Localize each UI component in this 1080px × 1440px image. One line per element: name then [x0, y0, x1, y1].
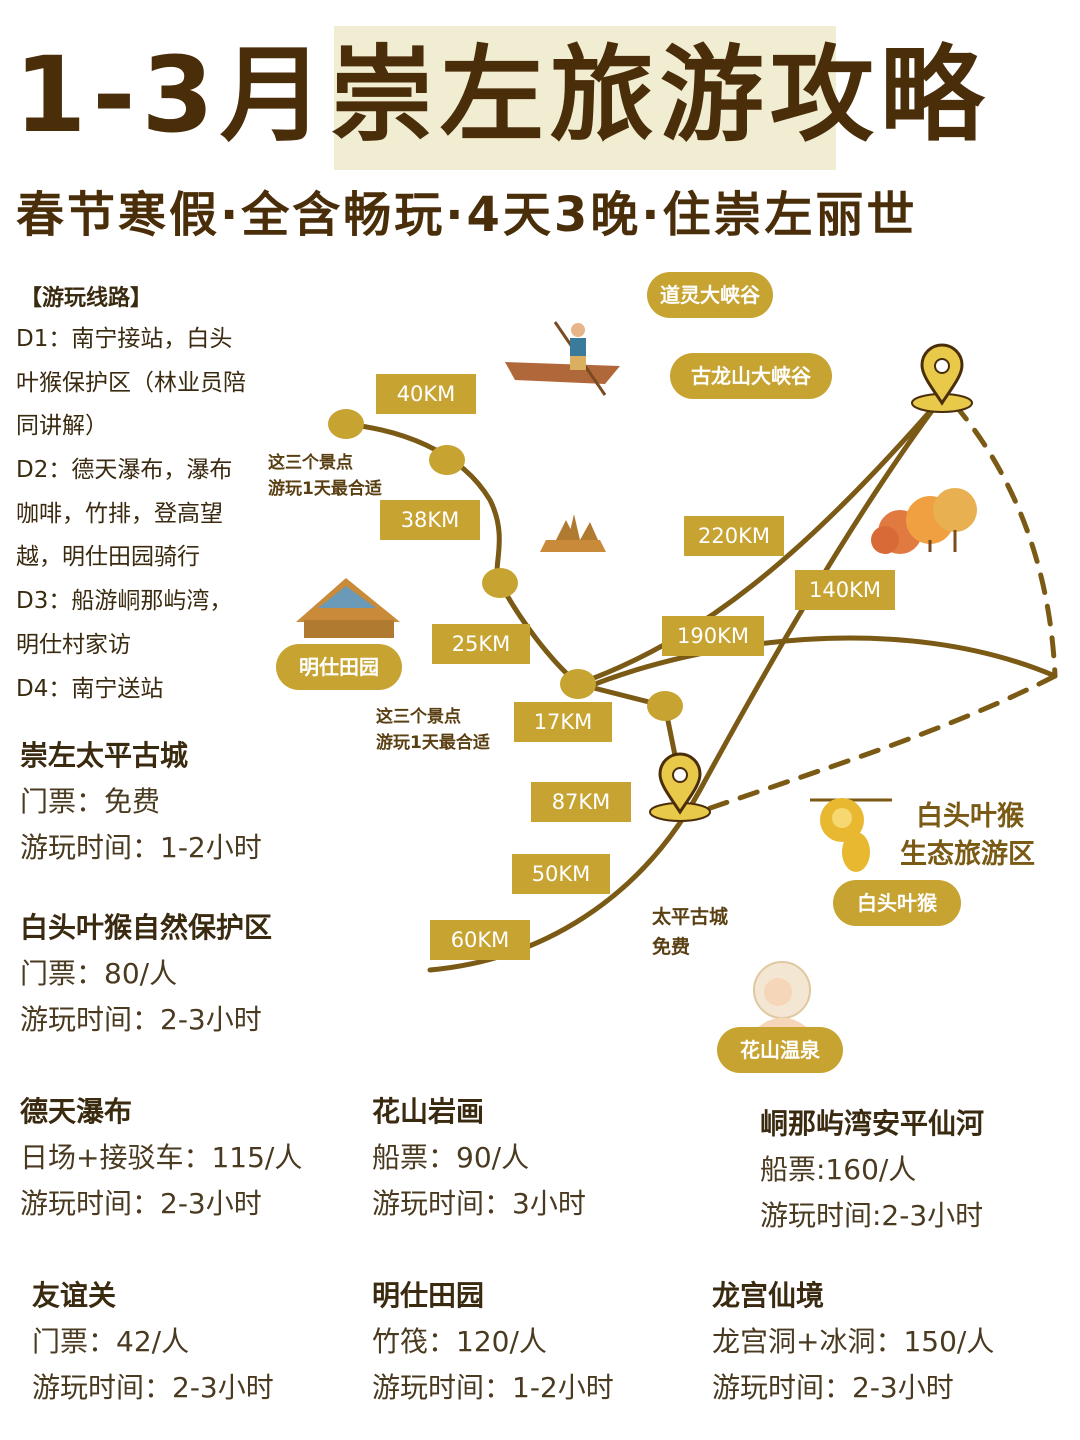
attraction-duration: 游玩时间：2-3小时: [712, 1371, 954, 1404]
route-stop: [647, 691, 683, 721]
attraction-duration: 游玩时间：1-2小时: [20, 831, 262, 864]
place-white-headed-langur: 白头叶猴: [833, 880, 961, 926]
route-line: 咖啡，竹排，登高望: [16, 501, 223, 527]
place-gulongshan-canyon: 古龙山大峡谷: [670, 353, 832, 399]
route-stop: [429, 445, 465, 475]
route-line: 明仕村家访: [16, 632, 131, 658]
distance-label: 87KM: [531, 782, 631, 822]
route-line: D2：德天瀑布，瀑布: [16, 457, 233, 483]
attraction-ticket: 船票：90/人: [372, 1141, 530, 1174]
distance-label: 40KM: [376, 374, 476, 414]
route-main-south: [427, 397, 943, 973]
attraction-duration: 游玩时间：3小时: [372, 1187, 586, 1220]
attraction-duration: 游玩时间：2-3小时: [32, 1371, 274, 1404]
route-stop: [482, 568, 518, 598]
autumn-trees-icon: [871, 488, 977, 554]
route-line: 叶猴保护区（林业员陪: [16, 370, 246, 396]
distance-label: 38KM: [380, 500, 480, 540]
monkey-icon: [810, 798, 892, 872]
route-line: D4：南宁送站: [16, 676, 164, 702]
map-note: 这三个景点游玩1天最合适: [376, 707, 490, 753]
title-highlight: [334, 26, 836, 170]
place-daoling-canyon: 道灵大峡谷: [647, 272, 773, 318]
distance-label: 140KM: [795, 570, 895, 610]
attraction-duration: 游玩时间：1-2小时: [372, 1371, 614, 1404]
hot-spring-person-icon: [753, 961, 811, 1030]
attraction-ticket: 日场+接驳车：115/人: [20, 1141, 303, 1174]
place-huashan-hot-spring: 花山温泉: [717, 1027, 843, 1073]
dashed-route-east: [952, 402, 1058, 679]
page-subtitle: 春节寒假·全含畅玩·4天3晚·住崇左丽世: [16, 187, 918, 243]
route-stop: [560, 669, 596, 699]
attraction-name: 花山岩画: [372, 1095, 485, 1128]
distance-label: 60KM: [430, 920, 530, 960]
distance-label: 220KM: [684, 516, 784, 556]
route-heading: 【游玩线路】: [20, 286, 153, 311]
attraction-name: 白头叶猴自然保护区: [20, 911, 273, 944]
attraction-name: 崇左太平古城: [20, 739, 189, 772]
taiping-note: 太平古城免费: [652, 906, 729, 958]
place-mingshi-pastoral: 明仕田园: [276, 644, 402, 690]
location-pin-icon: [911, 343, 973, 413]
bamboo-raft-icon: [505, 321, 620, 396]
attraction-name: 峒那屿湾安平仙河: [760, 1107, 985, 1140]
route-line: 越，明仕田园骑行: [16, 544, 200, 570]
route-stop: [328, 409, 364, 439]
attraction-ticket: 龙宫洞+冰洞：150/人: [712, 1325, 995, 1358]
attraction-duration: 游玩时间：2-3小时: [20, 1187, 262, 1220]
route-line: D3：船游峒那屿湾，: [16, 588, 233, 614]
zone-label: 白头叶猴生态旅游区: [900, 801, 1035, 870]
attraction-name: 明仕田园: [372, 1279, 485, 1312]
attraction-ticket: 门票：80/人: [20, 957, 178, 990]
distance-label: 25KM: [432, 624, 530, 664]
page-title: 1-3月崇左旅游攻略: [14, 34, 990, 156]
hut-icon: [296, 578, 400, 638]
route-line: D1：南宁接站，白头: [16, 326, 233, 352]
attraction-name: 友谊关: [32, 1279, 117, 1312]
dashed-route-south: [687, 673, 1058, 818]
attraction-duration: 游玩时间:2-3小时: [760, 1199, 984, 1232]
route-line: 同讲解）: [16, 413, 108, 439]
map-note: 这三个景点游玩1天最合适: [268, 453, 382, 499]
route-upper-west: [343, 421, 581, 687]
attraction-name: 德天瀑布: [20, 1095, 133, 1128]
route-to-north: [575, 397, 943, 687]
attraction-ticket: 竹筏：120/人: [372, 1325, 547, 1358]
distance-label: 50KM: [512, 854, 610, 894]
route-east: [577, 635, 1058, 693]
attraction-ticket: 门票：免费: [20, 785, 161, 818]
attraction-name: 龙宫仙境: [712, 1279, 825, 1312]
attraction-ticket: 船票:160/人: [760, 1153, 917, 1186]
distance-label: 17KM: [514, 702, 612, 742]
location-pin-icon: [649, 752, 711, 822]
temple-icon: [540, 514, 606, 552]
distance-label: 190KM: [662, 616, 764, 656]
attraction-ticket: 门票：42/人: [32, 1325, 190, 1358]
attraction-duration: 游玩时间：2-3小时: [20, 1003, 262, 1036]
